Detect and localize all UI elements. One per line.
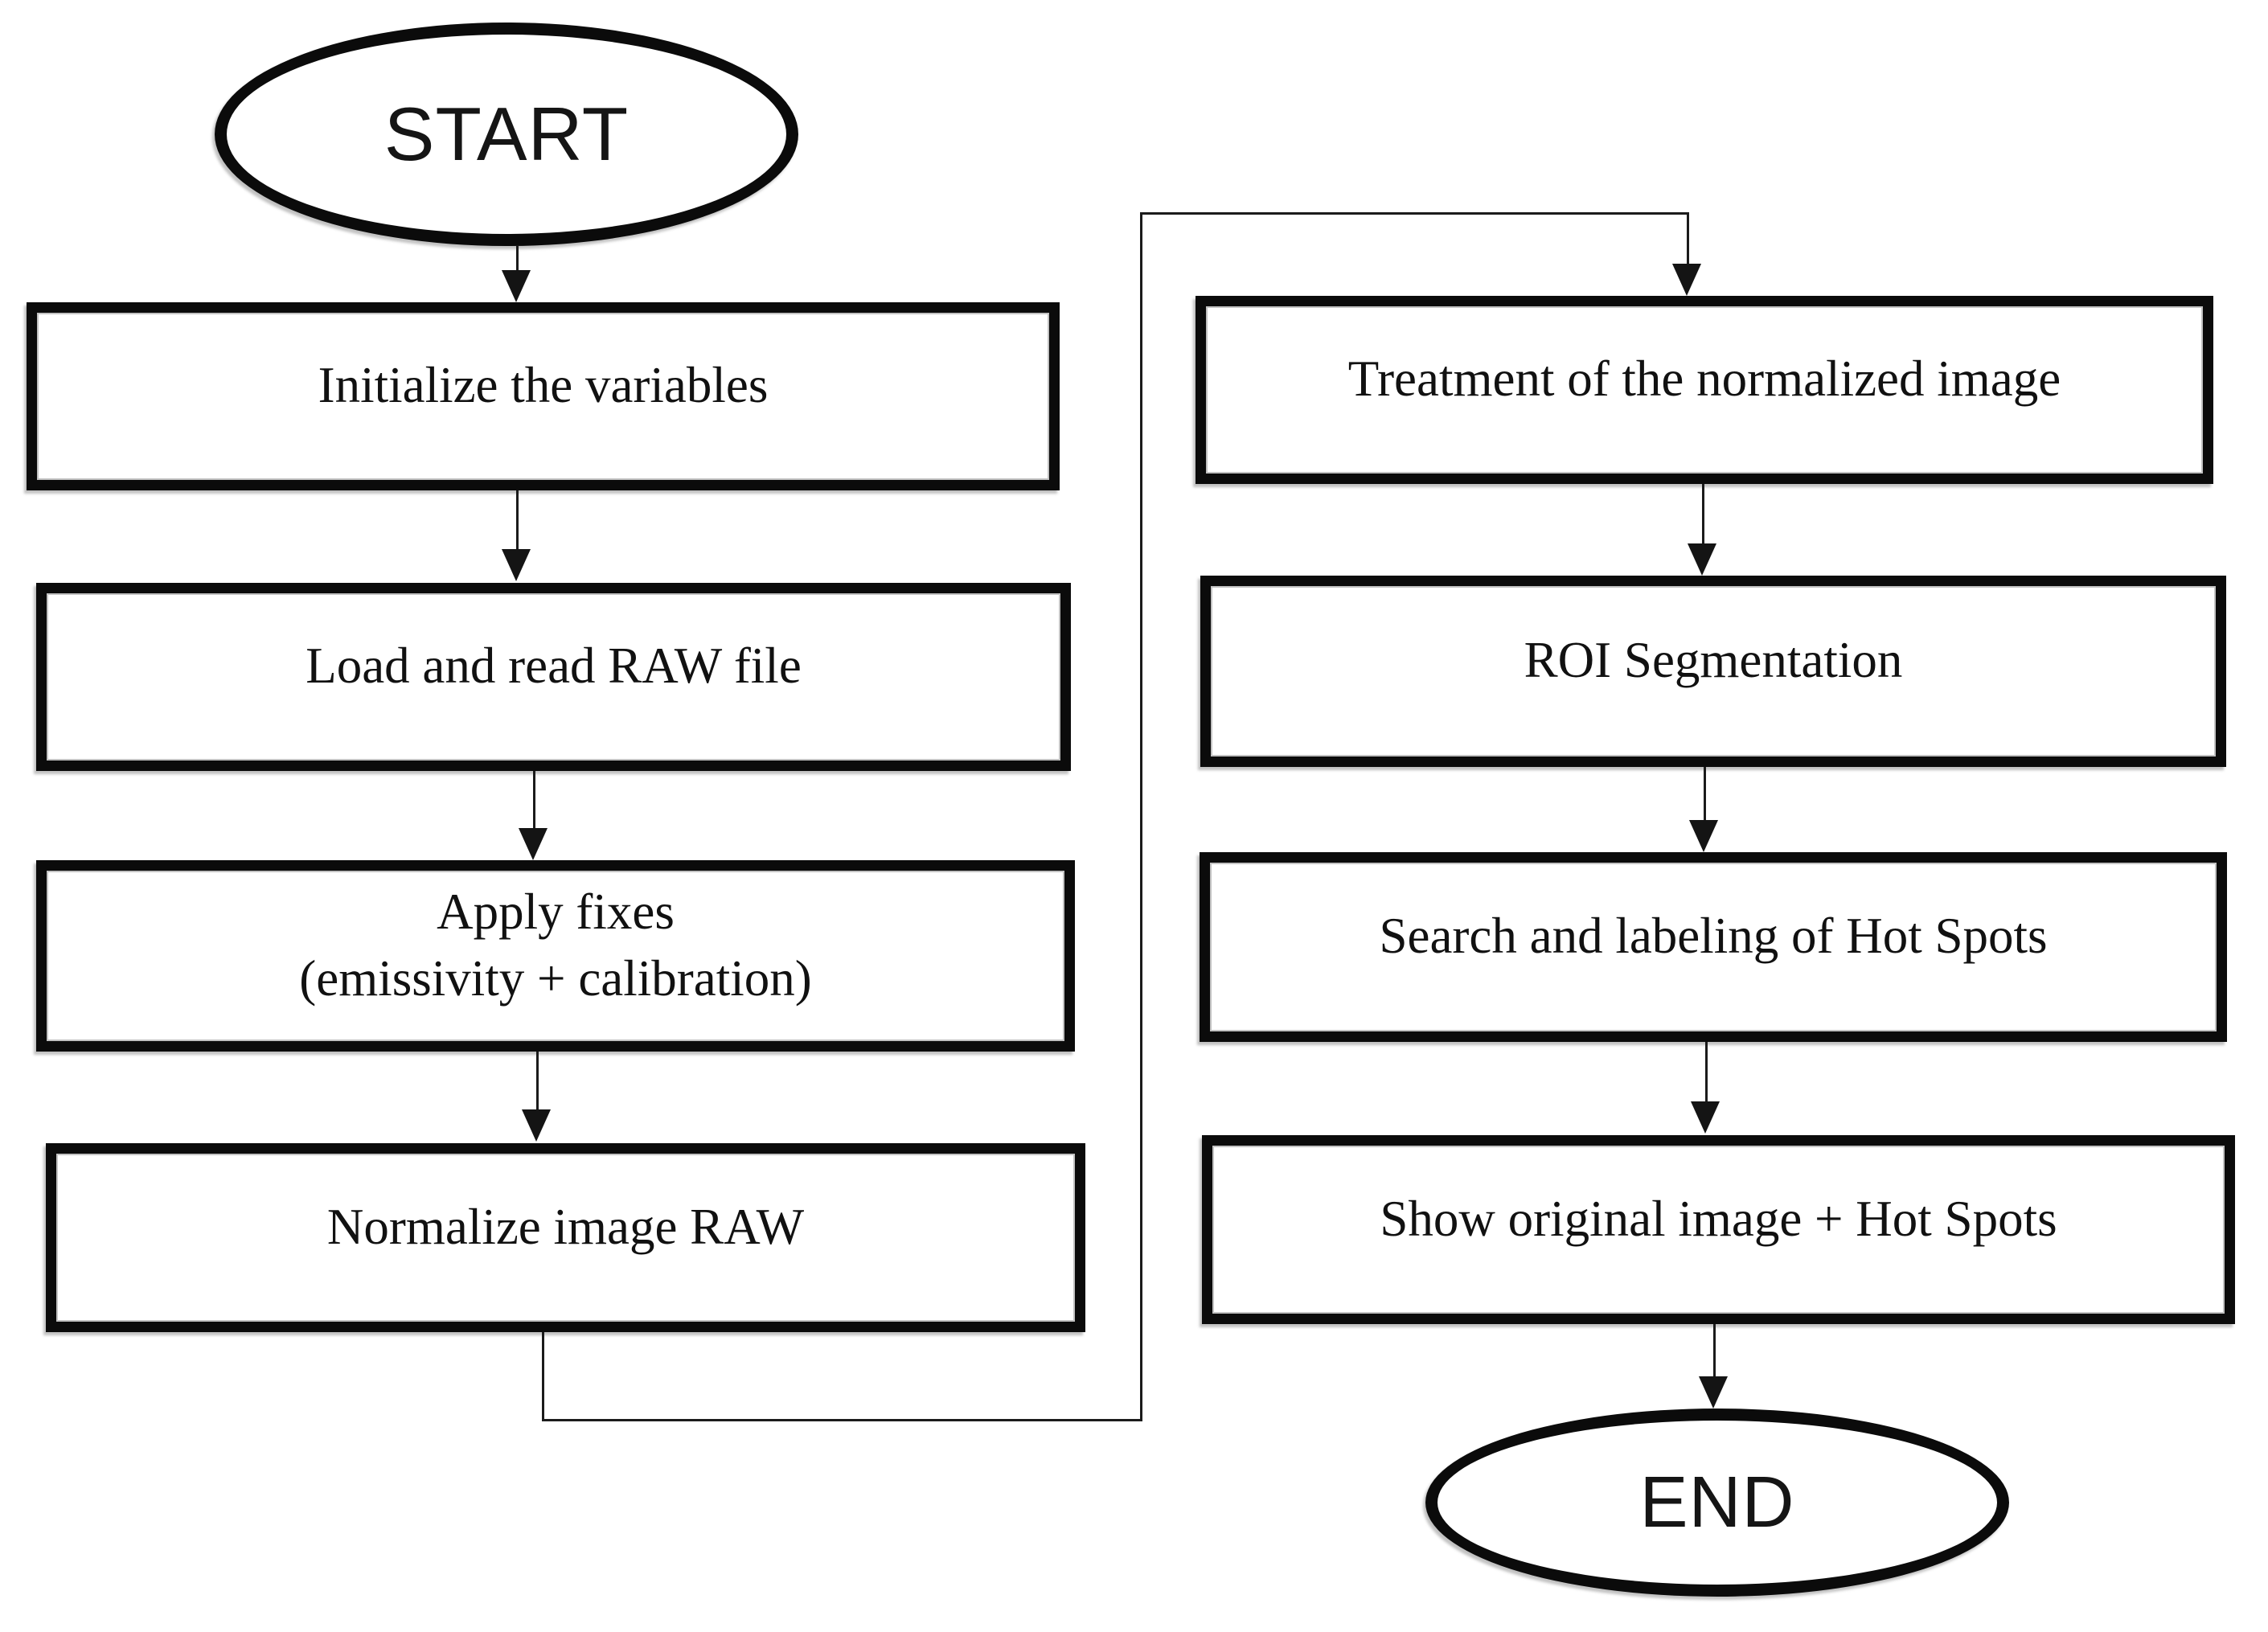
connector-normalize-elbow-down — [542, 1332, 544, 1421]
connector-initialize-to-load — [516, 490, 519, 550]
flow-box-load-raw-file: Load and read RAW file — [36, 583, 1071, 771]
end-terminator: END — [1425, 1409, 2009, 1597]
arrowhead-icon — [1672, 264, 1701, 296]
connector-load-to-apply-fixes — [533, 771, 535, 830]
flow-box-label: Apply fixes (emissivity + calibration) — [299, 883, 812, 1007]
flow-box-label: Load and read RAW file — [306, 638, 802, 695]
flow-box-label: Show original image + Hot Spots — [1380, 1190, 2057, 1247]
flow-box-apply-fixes: Apply fixes (emissivity + calibration) — [36, 860, 1075, 1052]
arrowhead-icon — [1691, 1101, 1720, 1134]
connector-search-to-show — [1705, 1042, 1708, 1103]
flow-box-initialize-variables: Initialize the variables — [27, 302, 1060, 490]
flow-box-treatment-normalized-image: Treatment of the normalized image — [1196, 296, 2213, 484]
flow-box-label: Treatment of the normalized image — [1347, 351, 2061, 408]
arrowhead-icon — [1689, 820, 1718, 852]
arrowhead-icon — [502, 270, 531, 302]
flow-box-label: Normalize image RAW — [326, 1198, 805, 1255]
connector-show-to-end — [1713, 1324, 1716, 1378]
start-label: START — [383, 92, 630, 176]
flow-box-show-original-hot-spots: Show original image + Hot Spots — [1202, 1135, 2235, 1324]
connector-treatment-to-roi — [1702, 484, 1704, 545]
arrowhead-icon — [522, 1109, 551, 1142]
arrowhead-icon — [502, 549, 531, 581]
flow-box-label: Initialize the variables — [318, 357, 769, 414]
start-terminator: START — [215, 23, 798, 246]
flow-box-label: ROI Segmentation — [1524, 632, 1903, 689]
end-label: END — [1639, 1462, 1795, 1543]
connector-normalize-elbow-up — [1140, 212, 1142, 1421]
connector-roi-to-search — [1704, 767, 1706, 822]
arrowhead-icon — [1699, 1376, 1728, 1409]
arrowhead-icon — [1688, 543, 1716, 576]
connector-apply-fixes-to-normalize — [536, 1052, 539, 1111]
connector-start-to-initialize — [516, 246, 519, 272]
connector-normalize-elbow-top — [1140, 212, 1689, 215]
flow-box-search-labeling-hot-spots: Search and labeling of Hot Spots — [1200, 852, 2227, 1042]
flow-box-label: Search and labeling of Hot Spots — [1379, 908, 2048, 965]
arrowhead-icon — [519, 828, 548, 860]
connector-normalize-elbow-right — [542, 1419, 1142, 1421]
flow-box-roi-segmentation: ROI Segmentation — [1200, 576, 2226, 767]
flow-box-normalize-image: Normalize image RAW — [46, 1143, 1085, 1332]
connector-into-treatment — [1687, 212, 1689, 265]
